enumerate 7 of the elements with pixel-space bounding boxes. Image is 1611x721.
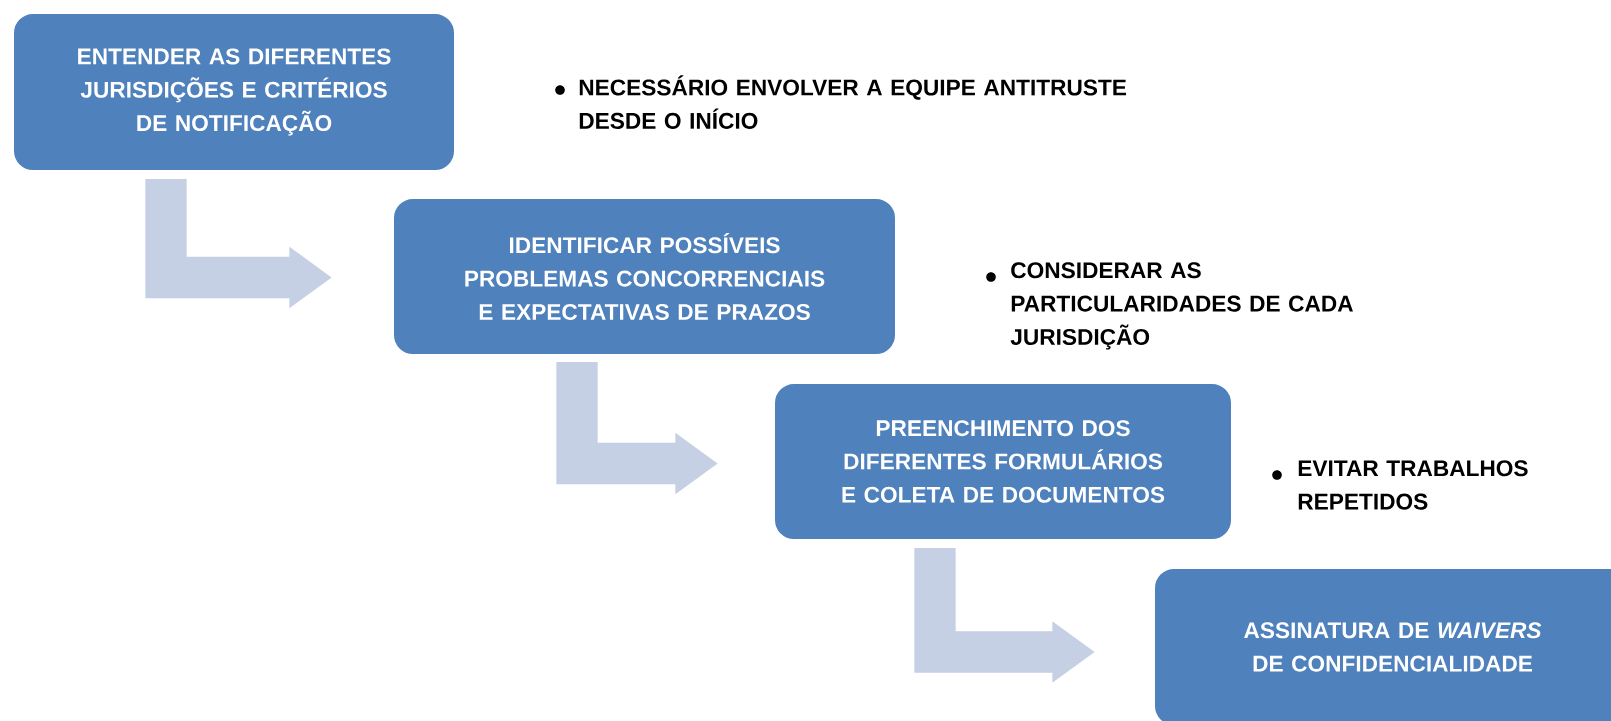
process-box: PREENCHIMENTO DOS DIFERENTES FORMULÁRIOS E COLETA DE DOCUMENTOS [773,382,1233,541]
note-text: NECESSÁRIO ENVOLVER A EQUIPE ANTITRUSTE DESDE O INÍCIO [579,75,1127,129]
note-text: EVITAR TRABALHOS REPETIDOS [1298,460,1528,510]
process-box: ENTENDER AS DIFERENTES JURISDIÇÕES E CRITÉRIOS DE NOTIFICAÇÃO [12,12,456,172]
note-text: CONSIDERAR AS PARTICULARIDADES DE CADA JURISDIÇÃO [1010,262,1353,350]
process-box: IDENTIFICAR POSSÍVEIS PROBLEMAS CONCORRENCIAIS E EXPECTATIVAS DE PRAZOS [392,197,897,356]
process-box: ASSINATURA DE WAIVERS DE CONFIDENCIALIDADE [1153,567,1611,721]
